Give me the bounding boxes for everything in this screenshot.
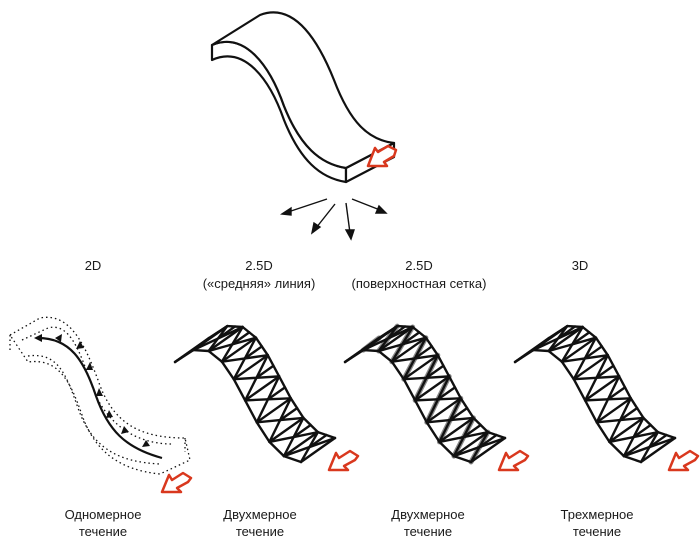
- injection-arrow-icon: [327, 449, 360, 472]
- split-arrows-icon: [280, 198, 388, 241]
- panel-2-caption-line1: Двухмерное: [223, 507, 297, 522]
- panel-4-title: 3D: [571, 258, 589, 273]
- panel-3-caption-line2: течение: [403, 524, 453, 539]
- injection-arrow-icon: [366, 144, 398, 168]
- panel-4-caption-line1: Трехмерное: [560, 507, 634, 522]
- solid-part: [210, 11, 396, 184]
- mesh-panels: [173, 323, 700, 472]
- panel-3-title: 2.5D: [405, 258, 433, 273]
- panel-3-subtitle: (поверхностная сетка): [351, 276, 487, 291]
- mesh-surface: [343, 323, 507, 465]
- injection-arrow-icon: [160, 471, 193, 494]
- injection-arrow-icon: [667, 449, 700, 472]
- panel-1-caption: Одномерное течение: [65, 506, 142, 540]
- panel-1-title: 2D: [84, 258, 102, 273]
- panel-4-caption: Трехмерное течение: [561, 506, 634, 540]
- panel-1-caption-line1: Одномерное: [64, 507, 142, 522]
- mesh-3d: [513, 324, 677, 464]
- panel-3-caption: Двухмерное течение: [391, 506, 464, 540]
- panel-2-caption-line2: течение: [235, 524, 285, 539]
- panel-4-caption-line2: течение: [572, 524, 622, 539]
- panel-1-caption-line2: течение: [78, 524, 128, 539]
- panel-3-caption-line1: Двухмерное: [391, 507, 465, 522]
- injection-arrow-icon: [497, 449, 530, 472]
- panel-2-caption: Двухмерное течение: [223, 506, 296, 540]
- panel-2-title: 2.5D: [245, 258, 273, 273]
- mesh-2d: [173, 324, 337, 464]
- panel-2d-shape: [9, 316, 191, 475]
- panel-2-subtitle: («средняя» линия): [202, 276, 316, 291]
